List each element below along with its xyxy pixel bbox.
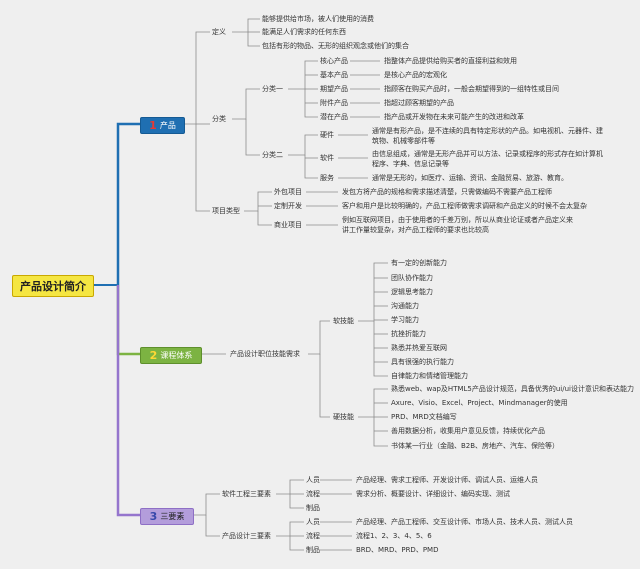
soft-skill-item: 有一定的创新能力 [391,259,447,267]
class-one-value: 指顾客在购买产品时，一般会期望得到的一组特性或目间 [384,85,559,93]
node-skill-requirements[interactable]: 产品设计职位技能需求 [230,350,300,358]
node-soft-skills[interactable]: 软技能 [333,317,354,325]
class-one-key: 附件产品 [320,99,348,107]
class-one-key: 基本产品 [320,71,348,79]
class-two-key: 服务 [320,174,334,182]
node-software-elements[interactable]: 软件工程三要素 [222,490,271,498]
element-value: 产品经理、产品工程师、交互设计师、市场人员、技术人员、测试人员 [356,518,573,526]
project-type-key: 商业项目 [274,221,302,229]
class-one-key: 期望产品 [320,85,348,93]
element-key: 人员 [306,476,320,484]
project-type-key: 外包项目 [274,188,302,196]
hard-skill-item: PRD、MRD文档编写 [391,413,457,421]
element-key: 流程 [306,490,320,498]
hard-skill-item: Axure、Visio、Excel、Project、Mindmanager的使用 [391,399,568,407]
category-product[interactable]: 1 产品 [140,117,185,134]
category-label: 产品 [159,121,176,130]
definition-item: 包括有形的物品、无形的组织观念或他们的集合 [262,42,409,50]
category-number: 1 [149,119,157,132]
definition-item: 能满足人们需求的任何东西 [262,28,346,36]
soft-skill-item: 具有很强的执行能力 [391,358,454,366]
project-type-value: 客户和用户是比较明确的，产品工程师做需求调研和产品定义的时候不会太复杂 [342,202,587,210]
soft-skill-item: 抗挫折能力 [391,330,426,338]
root-node[interactable]: 产品设计简介 [12,275,94,297]
class-one-value: 指产品或开发物在未来可能产生的改进和改革 [384,113,524,121]
element-key: 制品 [306,504,320,512]
hard-skill-item: 熟悉web、wap及HTML5产品设计规范，具备优秀的ui/ui设计意识和表达能… [391,385,634,393]
class-two-value: 通常是有形产品，是不连续的具有特定形状的产品。如电视机、元器件、建筑物、机械零部… [372,127,603,145]
element-value: 流程1、2、3、4、5、6 [356,532,432,540]
category-course[interactable]: 2 课程体系 [140,347,202,364]
element-value: 需求分析、概要设计、详细设计、编码实现、测试 [356,490,510,498]
node-definition[interactable]: 定义 [212,28,226,36]
project-type-value: 例如互联网项目，由于使用者的千差万别，所以从商业论证或者产品定义来讲工作量较复杂… [342,216,573,234]
class-one-value: 指整体产品提供给购买者的直接利益和效用 [384,57,517,65]
node-classification-one[interactable]: 分类一 [262,85,283,93]
class-one-value: 是核心产品的宏观化 [384,71,447,79]
soft-skill-item: 沟通能力 [391,302,419,310]
node-classification-two[interactable]: 分类二 [262,151,283,159]
class-one-value: 指超过顾客期望的产品 [384,99,454,107]
node-classification[interactable]: 分类 [212,115,226,123]
category-label: 三要素 [160,512,185,521]
soft-skill-item: 学习能力 [391,316,419,324]
node-project-type[interactable]: 项目类型 [212,207,240,215]
class-two-value: 通常是无形的，如医疗、运输、资讯、金融贸易、旅游、教育。 [372,174,568,182]
project-type-value: 发包方将产品的规格和需求描述清楚，只需做编码不需要产品工程师 [342,188,552,196]
class-one-key: 潜在产品 [320,113,348,121]
soft-skill-item: 自律能力和情绪管理能力 [391,372,468,380]
node-hard-skills[interactable]: 硬技能 [333,413,354,421]
soft-skill-item: 团队协作能力 [391,274,433,282]
category-number: 2 [149,349,158,362]
class-two-key: 硬件 [320,131,334,139]
category-label: 课程体系 [160,351,193,360]
project-type-key: 定制开发 [274,202,302,210]
node-product-design-elements[interactable]: 产品设计三要素 [222,532,271,540]
category-elements[interactable]: 3 三要素 [140,508,194,525]
class-two-value: 由信息组成，通常是无形产品并可以方法、记录或程序的形式存在如计算机程序、字典、信… [372,150,603,168]
definition-item: 能够提供给市场，被人们使用的消费 [262,15,374,23]
hard-skill-item: 善用数据分析，收集用户意见反馈，持续优化产品 [391,427,545,435]
element-value: 产品经理、需求工程师、开发设计师、调试人员、运维人员 [356,476,538,484]
element-key: 制品 [306,546,320,554]
class-two-key: 软件 [320,154,334,162]
class-one-key: 核心产品 [320,57,348,65]
hard-skill-item: 书体某一行业（金融、B2B、房地产、汽车、保险等） [391,442,560,450]
element-key: 人员 [306,518,320,526]
category-number: 3 [149,510,158,523]
soft-skill-item: 逻辑思考能力 [391,288,433,296]
element-value: BRD、MRD、PRD、PMD [356,546,439,554]
soft-skill-item: 熟悉并热爱互联网 [391,344,447,352]
element-key: 流程 [306,532,320,540]
